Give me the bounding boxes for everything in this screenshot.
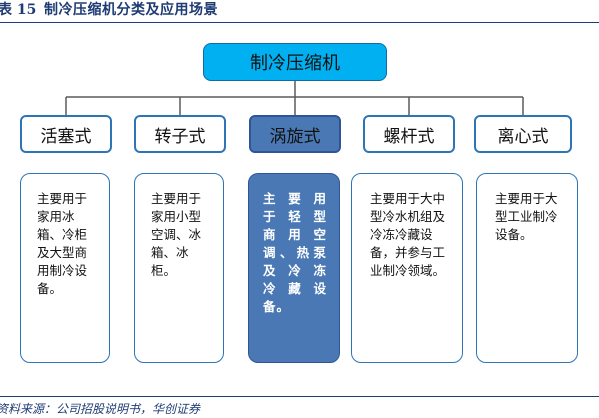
footer-divider	[0, 396, 599, 397]
category-node-piston: 活塞式	[20, 115, 112, 153]
figure-title: 表 15 制冷压缩机分类及应用场景	[0, 0, 599, 22]
description-screw: 主要用于大中型冷水机组及冷冻冷藏设备，并参与工业制冷领域。	[351, 173, 463, 363]
description-scroll-line: 调、热泵	[263, 245, 327, 260]
description-centrifugal: 主要用于大型工业制冷设备。	[476, 173, 578, 363]
description-scroll-line: 冷藏设	[263, 281, 327, 296]
description-scroll-line: 商用空	[263, 227, 327, 242]
description-scroll-line: 备。	[263, 299, 291, 314]
description-scroll-line: 于轻型	[263, 209, 327, 224]
category-node-centrifugal: 离心式	[474, 115, 572, 153]
description-rotary: 主要用于家用小型空调、冰箱、冰柜。	[134, 173, 224, 363]
description-scroll: 主要用 于轻型 商用空 调、热泵 及冷冻 冷藏设 备。	[248, 173, 340, 363]
category-node-rotary: 转子式	[134, 115, 226, 153]
category-node-scroll: 涡旋式	[249, 115, 341, 153]
description-scroll-line: 及冷冻	[263, 263, 327, 278]
source-note: 资料来源：公司招股说明书，华创证券	[0, 402, 201, 416]
title-divider	[0, 22, 599, 23]
description-piston: 主要用于家用冰箱、冷柜及大型商用制冷设备。	[20, 173, 110, 363]
description-scroll-line: 主要用	[263, 191, 327, 206]
figure-title-text: 制冷压缩机分类及应用场景	[44, 2, 218, 18]
figure-number: 表 15	[0, 2, 37, 18]
root-node-compressor: 制冷压缩机	[203, 43, 387, 81]
category-node-screw: 螺杆式	[363, 115, 455, 153]
